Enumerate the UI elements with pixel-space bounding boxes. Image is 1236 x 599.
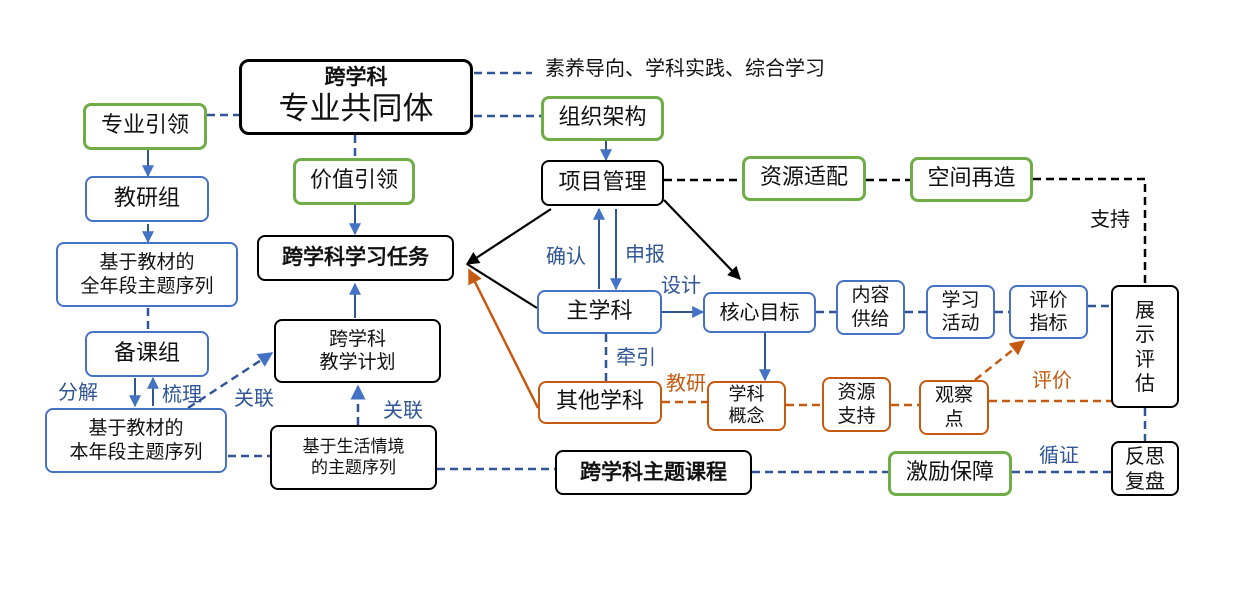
resource-support-line2: 支持 (837, 404, 876, 427)
research-label: 教研 (666, 371, 706, 395)
resource-support-node: 资源 支持 (822, 377, 891, 432)
showcase-node: 展 示 评 估 (1111, 285, 1179, 408)
subject-concept-node: 学科 概念 (707, 381, 786, 431)
report-label: 申报 (625, 242, 665, 266)
support-label: 支持 (1090, 207, 1130, 231)
confirm-label: 确认 (546, 244, 586, 268)
lesson-prep-node: 备课组 (85, 331, 209, 377)
reflect-line2: 复盘 (1125, 468, 1165, 493)
org-structure-node: 组织架构 (541, 96, 664, 141)
resource-fit-node: 资源适配 (742, 156, 866, 201)
edge-project-to-task (465, 208, 552, 265)
showcase-char-3: 评 (1135, 346, 1155, 371)
observation-line1: 观察 (934, 384, 973, 407)
year-topic-line2: 本年段主题序列 (69, 440, 203, 463)
content-supply-node: 内容 供给 (836, 280, 905, 335)
community-node: 跨学科 专业共同体 (239, 59, 473, 135)
subject-concept-line1: 学科 (728, 384, 765, 406)
eval-indicator-node: 评价 指标 (1009, 285, 1088, 339)
full-topic-line1: 基于教材的 (99, 251, 195, 274)
research-group-node: 教研组 (85, 176, 209, 222)
relate-label-right: 关联 (383, 398, 423, 422)
decompose-label: 分解 (58, 380, 98, 404)
showcase-char-1: 展 (1135, 297, 1155, 322)
full-topic-line2: 全年段主题序列 (80, 274, 214, 297)
theme-course-node: 跨学科主题课程 (555, 450, 752, 495)
edge-other-to-task (467, 268, 540, 409)
teaching-plan-node: 跨学科 教学计划 (274, 319, 441, 383)
edge-space-to-showcase (1033, 177, 1147, 285)
year-topic-node: 基于教材的 本年段主题序列 (45, 408, 227, 473)
project-mgmt-node: 项目管理 (541, 160, 664, 206)
space-rebuild-node: 空间再造 (910, 157, 1033, 202)
core-goal-node: 核心目标 (703, 292, 816, 333)
content-supply-line2: 供给 (851, 307, 890, 330)
life-topic-line1: 基于生活情境 (302, 436, 405, 457)
teaching-plan-line2: 教学计划 (319, 351, 396, 373)
evaluate-label: 评价 (1032, 368, 1072, 392)
showcase-char-2: 示 (1135, 322, 1155, 347)
subject-concept-line2: 概念 (728, 406, 765, 427)
observation-node: 观察 点 (919, 380, 989, 435)
edge-year-to-plan (187, 351, 274, 410)
life-topic-line2: 的主题序列 (311, 457, 396, 478)
resource-support-line1: 资源 (837, 381, 876, 404)
reflect-node: 反思 复盘 (1111, 441, 1179, 496)
observation-line2: 点 (944, 407, 964, 430)
orientation-label: 素养导向、学科实践、综合学习 (545, 56, 825, 80)
professional-lead-node: 专业引领 (83, 103, 207, 150)
task-node: 跨学科学习任务 (257, 235, 454, 281)
showcase-char-4: 估 (1135, 370, 1155, 395)
teaching-plan-line1: 跨学科 (328, 327, 386, 350)
eval-indicator-line2: 指标 (1029, 312, 1068, 334)
full-topic-node: 基于教材的 全年段主题序列 (56, 242, 238, 307)
design-label: 设计 (661, 273, 701, 297)
eval-indicator-line1: 评价 (1029, 288, 1068, 311)
learning-activity-node: 学习 活动 (926, 285, 995, 339)
life-topic-node: 基于生活情境 的主题序列 (270, 425, 437, 490)
sort-label: 梳理 (162, 382, 202, 406)
reflect-line1: 反思 (1125, 444, 1165, 469)
community-subtitle: 专业共同体 (278, 90, 434, 127)
evidence-label: 循证 (1039, 443, 1079, 467)
other-subject-node: 其他学科 (538, 381, 662, 424)
value-lead-node: 价值引领 (293, 158, 415, 205)
pull-label: 牵引 (616, 345, 656, 369)
learning-activity-line1: 学习 (941, 288, 980, 311)
relate-label-left: 关联 (234, 386, 274, 410)
content-supply-line1: 内容 (851, 284, 890, 307)
edge-project-to-goal (663, 199, 741, 280)
learning-activity-line2: 活动 (941, 312, 980, 334)
edge-observe-to-indicator (974, 340, 1026, 381)
year-topic-line1: 基于教材的 (88, 417, 184, 440)
incentive-node: 激励保障 (888, 451, 1012, 496)
community-title: 跨学科 (324, 65, 388, 90)
main-subject-node: 主学科 (537, 290, 662, 334)
